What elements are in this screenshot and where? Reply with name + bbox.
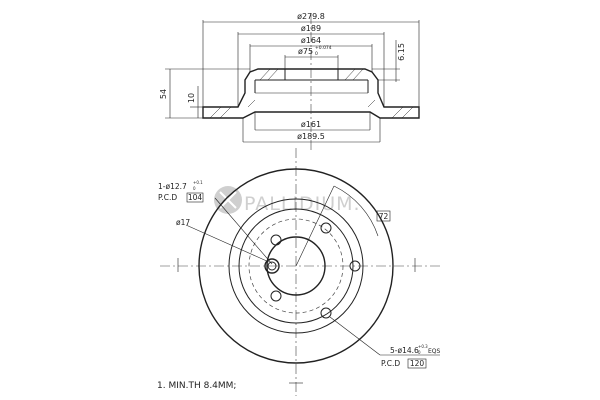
dim-hat-thickness: 6.15 <box>397 43 406 61</box>
center-bore-circle <box>266 236 326 296</box>
stud-pcd-box <box>186 192 204 203</box>
bolt-hole <box>349 260 361 272</box>
label-angle: 72 <box>379 212 389 221</box>
label-bolt-pcd-value: 120 <box>410 359 425 368</box>
dim-disc-thickness: 10 <box>187 93 196 103</box>
section-hatching <box>209 68 414 119</box>
bolt-pcd-hidden-circle <box>248 218 344 314</box>
front-view: 1-ø12.7 +0.1 0 P.C.D 104 ø17 72 5-ø14.6 … <box>158 148 441 396</box>
leader-lines <box>185 197 440 356</box>
angle-arc <box>333 185 379 237</box>
section-dimensions <box>165 20 420 143</box>
angle-box <box>376 210 391 222</box>
label-stud-hole-sup: +0.1 <box>193 180 203 185</box>
bolt-hole <box>320 222 332 234</box>
label-bolt-pcd-prefix: P.C.D <box>381 359 400 368</box>
label-bolt-holes-sup: +0.3 <box>418 344 428 349</box>
bolt-holes <box>270 222 361 319</box>
dim-center-bore: ø75 <box>298 47 313 56</box>
dim-outer-diameter: ø279.8 <box>297 12 325 21</box>
bolt-hole <box>320 307 332 319</box>
disc-friction-inner-circle <box>228 198 364 334</box>
hat-outer-circle <box>238 208 354 324</box>
label-stud-hole: 1-ø12.7 <box>158 182 187 191</box>
label-pilot-hole: ø17 <box>176 218 190 227</box>
dim-total-height: 54 <box>159 89 168 99</box>
disc-outer-circle <box>198 168 394 364</box>
label-stud-hole-sub: 0 <box>193 186 196 191</box>
label-bolt-holes: 5-ø14.6 <box>390 346 419 355</box>
pilot-hole-inner <box>267 261 277 271</box>
dim-bottom-outer-diameter: ø189.5 <box>297 132 325 141</box>
label-stud-pcd-prefix: P.C.D <box>158 193 177 202</box>
pilot-hole-outer <box>264 258 280 274</box>
bolt-pcd-box <box>407 358 427 369</box>
dim-bottom-inner-diameter: ø161 <box>301 120 321 129</box>
bolt-hole <box>270 290 282 302</box>
dim-hat-inner-diameter: ø164 <box>301 36 321 45</box>
section-view: ø279.8 ø189 ø164 ø75 +0.074 0 6.15 54 10… <box>159 12 420 152</box>
note-min-thickness: 1. MIN.TH 8.4MM; <box>157 381 236 391</box>
brand-watermark: PALLIDIUM. <box>214 186 361 215</box>
label-stud-pcd-value: 104 <box>188 193 203 202</box>
dim-hat-outer-diameter: ø189 <box>301 24 321 33</box>
label-bolt-holes-sub: 0 <box>418 350 421 355</box>
brand-name: PALLIDIUM. <box>244 193 361 215</box>
dim-center-bore-tol-upper: +0.074 <box>315 45 332 51</box>
label-bolt-holes-suffix: EQS <box>428 348 441 355</box>
bolt-hole <box>270 234 282 246</box>
dim-center-bore-tol-lower: 0 <box>315 51 318 57</box>
